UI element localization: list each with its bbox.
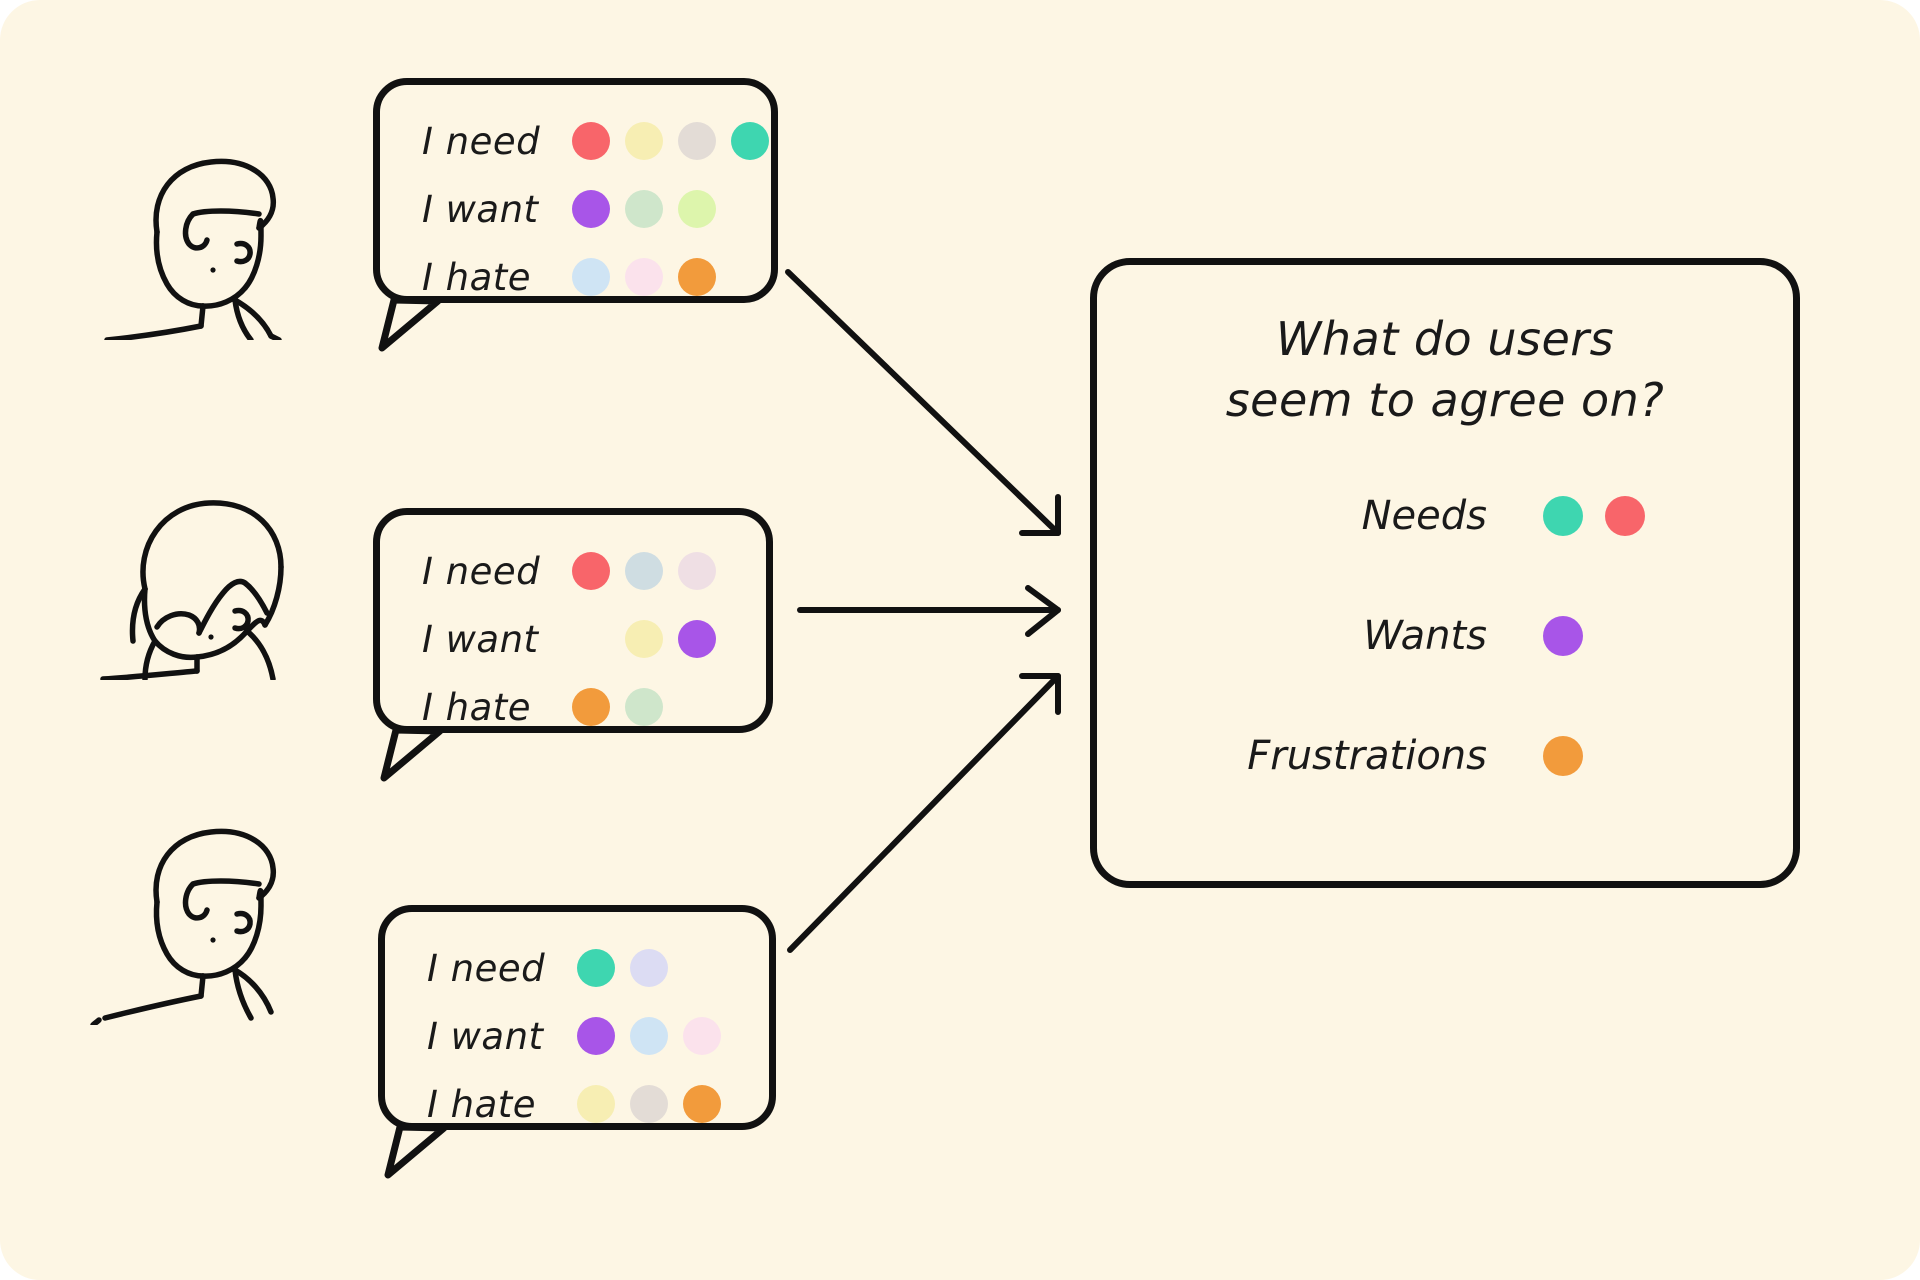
color-dot	[1543, 496, 1583, 536]
bubble-3-dots-hate	[577, 1085, 736, 1123]
speech-bubble-1[interactable]: I need I want I hate	[373, 78, 778, 303]
bubble-1-rows: I need I want I hate	[422, 111, 784, 307]
color-dot	[1605, 496, 1645, 536]
bubble-2-row-want: I want	[422, 609, 731, 669]
color-dot	[625, 552, 663, 590]
bubble-2-dots-need	[572, 552, 731, 590]
color-dot	[625, 258, 663, 296]
bubble-2-dots-hate	[572, 688, 678, 726]
bubble-2-tail	[380, 726, 444, 782]
color-dot	[625, 190, 663, 228]
legend-label-wants: Wants	[1363, 613, 1487, 659]
panel-legend: Needs Wants Frustrations	[1157, 480, 1753, 840]
color-dot	[577, 949, 615, 987]
bubble-1-dots-need	[572, 122, 784, 160]
bubble-1-label-hate: I hate	[422, 255, 532, 299]
legend-dots-needs	[1543, 496, 1667, 536]
bubble-1-label-need: I need	[422, 119, 541, 163]
bubble-3-dots-need	[577, 949, 683, 987]
color-dot	[572, 552, 610, 590]
color-dot	[577, 1085, 615, 1123]
bubble-2-row-hate: I hate	[422, 677, 731, 737]
color-dot	[678, 190, 716, 228]
bubble-1-row-hate: I hate	[422, 247, 784, 307]
person-short-hair-top	[104, 158, 282, 340]
color-dot	[630, 949, 668, 987]
bubble-2-label-want: I want	[422, 617, 539, 661]
bubble-3-row-hate: I hate	[427, 1074, 736, 1134]
legend-row-wants: Wants	[1157, 600, 1753, 672]
arrow-from-bubble-1-head	[1019, 494, 1061, 536]
color-dot	[678, 122, 716, 160]
person-short-hair-bottom	[90, 828, 277, 1025]
bubble-3-row-want: I want	[427, 1006, 736, 1066]
color-dot	[625, 122, 663, 160]
color-dot	[625, 688, 663, 726]
bubble-2-label-hate: I hate	[422, 685, 532, 729]
color-dot	[678, 552, 716, 590]
bubble-2-dots-want	[572, 620, 731, 658]
color-dot	[572, 258, 610, 296]
bubble-3-dots-want	[577, 1017, 736, 1055]
color-dot	[577, 1017, 615, 1055]
speech-bubble-3[interactable]: I need I want I hate	[378, 905, 776, 1130]
color-dot	[572, 688, 610, 726]
color-dot	[630, 1085, 668, 1123]
color-dot	[678, 620, 716, 658]
panel-title-line-2: seem to agree on?	[1225, 373, 1665, 428]
legend-label-needs: Needs	[1361, 493, 1487, 539]
legend-dots-wants	[1543, 616, 1605, 656]
bubble-2-rows: I need I want I hate	[422, 541, 731, 737]
bubble-3-label-need: I need	[427, 946, 546, 990]
bubble-3-tail	[384, 1123, 448, 1179]
bubble-1-tail	[378, 296, 442, 352]
bubble-1-row-need: I need	[422, 111, 784, 171]
legend-dots-frustrations	[1543, 736, 1605, 776]
color-dot	[731, 122, 769, 160]
bubble-1-row-want: I want	[422, 179, 784, 239]
color-dot	[683, 1085, 721, 1123]
arrow-from-bubble-3	[787, 673, 1061, 953]
color-dot	[1543, 616, 1583, 656]
arrow-from-bubble-3-head	[1019, 673, 1061, 715]
legend-row-needs: Needs	[1157, 480, 1753, 552]
color-dot	[630, 1017, 668, 1055]
panel-title-line-1: What do users	[1275, 312, 1615, 366]
legend-label-frustrations: Frustrations	[1247, 733, 1487, 779]
arrow-from-bubble-2-head	[1025, 585, 1061, 637]
panel-title: What do users seem to agree on?	[1097, 309, 1793, 431]
bubble-3-row-need: I need	[427, 938, 736, 998]
legend-row-frustrations: Frustrations	[1157, 720, 1753, 792]
color-dot	[678, 258, 716, 296]
color-dot	[625, 620, 663, 658]
bubble-3-rows: I need I want I hate	[427, 938, 736, 1134]
color-dot	[572, 190, 610, 228]
color-dot	[572, 122, 610, 160]
bubble-3-label-want: I want	[427, 1014, 544, 1058]
bubble-1-label-want: I want	[422, 187, 539, 231]
summary-panel[interactable]: What do users seem to agree on? Needs Wa…	[1090, 258, 1800, 888]
color-dot	[683, 1017, 721, 1055]
arrow-from-bubble-1	[785, 269, 1061, 536]
bubble-1-dots-want	[572, 190, 731, 228]
bubble-2-row-need: I need	[422, 541, 731, 601]
dot-spacer	[572, 620, 610, 658]
person-long-hair-middle	[100, 500, 284, 680]
color-dot	[1543, 736, 1583, 776]
bubble-1-dots-hate	[572, 258, 731, 296]
bubble-2-label-need: I need	[422, 549, 541, 593]
bubble-3-label-hate: I hate	[427, 1082, 537, 1126]
speech-bubble-2[interactable]: I need I want I hate	[373, 508, 773, 733]
